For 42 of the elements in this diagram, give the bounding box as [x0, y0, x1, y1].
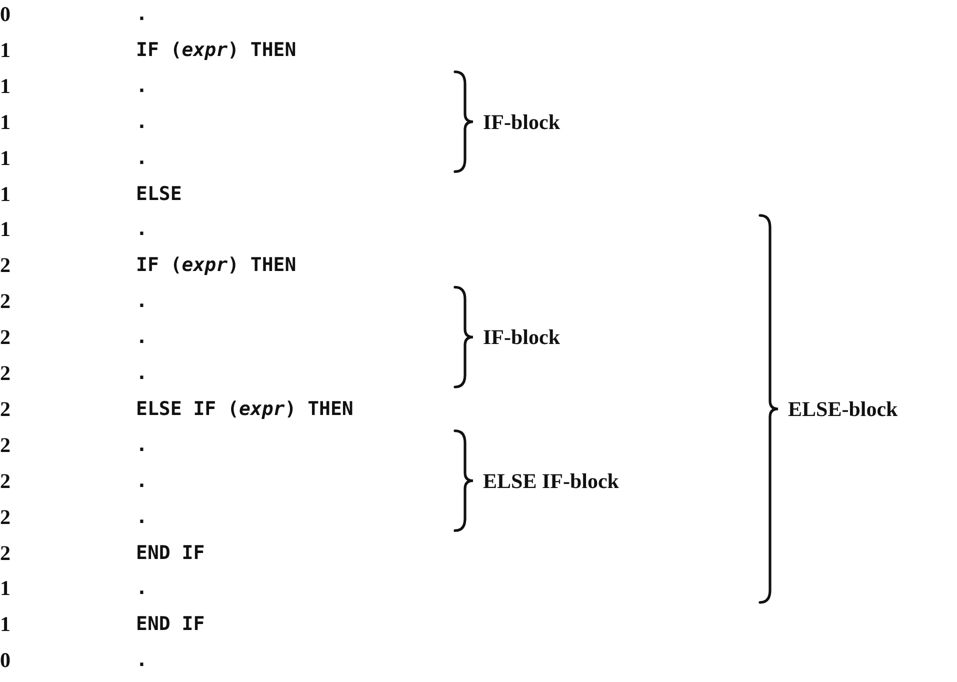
line-level-number: 1	[0, 38, 10, 62]
code-line: .	[136, 648, 148, 672]
code-line: ELSE	[136, 182, 182, 206]
code-line: .	[136, 2, 148, 26]
line-level-number: 2	[0, 396, 10, 421]
line-level-number: 2	[0, 289, 10, 314]
block-label: ELSE IF-block	[483, 468, 619, 493]
code-line: .	[136, 74, 148, 98]
code-line: .	[136, 576, 148, 600]
code-line: .	[136, 432, 148, 457]
block-label: IF-block	[483, 110, 560, 134]
line-level-number: 2	[0, 504, 10, 529]
line-level-number: 2	[0, 253, 10, 278]
code-line: .	[136, 325, 148, 350]
line-level-number: 1	[0, 110, 10, 134]
block-label: ELSE-block	[788, 396, 898, 421]
line-level-number: 0	[0, 648, 10, 672]
line-level-number: 1	[0, 576, 10, 600]
code-line: ELSE IF (expr) THEN	[136, 396, 354, 421]
block-label: IF-block	[483, 325, 560, 350]
code-line: .	[136, 504, 148, 529]
line-level-number: 0	[0, 2, 10, 26]
line-level-number: 1	[0, 612, 10, 636]
code-line: .	[136, 289, 148, 314]
code-line: .	[136, 146, 148, 170]
code-line: END IF	[136, 540, 205, 564]
code-line: .	[136, 361, 148, 385]
line-level-number: 2	[0, 361, 10, 385]
code-line: .	[136, 217, 148, 242]
code-line: .	[136, 110, 148, 134]
line-level-number: 1	[0, 146, 10, 170]
line-level-number: 2	[0, 468, 10, 493]
code-line: .	[136, 468, 148, 493]
line-level-number: 1	[0, 74, 10, 98]
code-line: IF (expr) THEN	[136, 38, 296, 62]
line-level-number: 1	[0, 217, 10, 242]
code-line: IF (expr) THEN	[136, 253, 296, 278]
line-level-number: 2	[0, 540, 10, 564]
line-level-number: 2	[0, 432, 10, 457]
line-level-number: 1	[0, 182, 10, 206]
line-level-number: 2	[0, 325, 10, 350]
code-line: END IF	[136, 612, 205, 636]
